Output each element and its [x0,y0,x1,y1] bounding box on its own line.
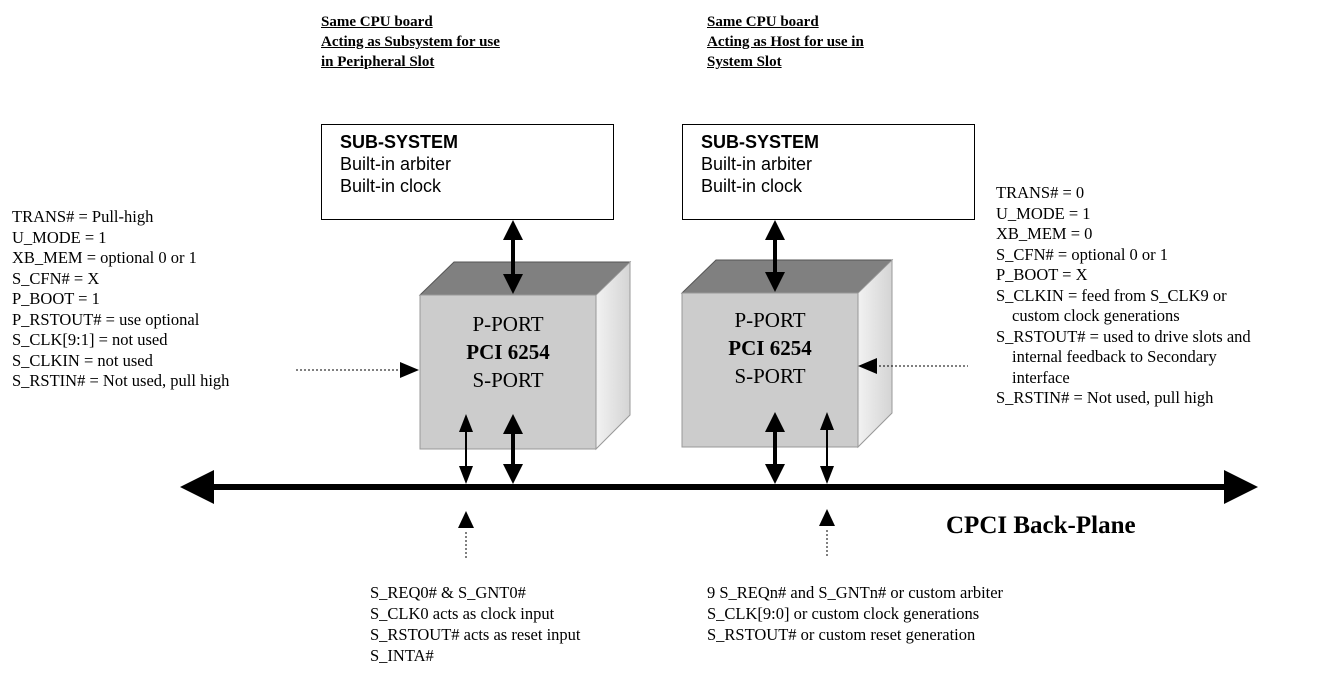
note-line: S_RSTOUT# acts as reset input [370,625,581,644]
note-line: S_RSTOUT# or custom reset generation [707,625,976,644]
subsystem-title: SUB-SYSTEM [340,132,459,152]
note-line: S_REQ0# & S_GNT0# [370,583,526,602]
bottom-right-pointer [819,509,835,556]
note-line: P_RSTOUT# = use optional [12,309,200,329]
left-notes-pointer [296,362,419,378]
subsystem-line: Built-in arbiter [701,154,813,174]
chip-box-left-labels: P-PORT PCI 6254 S-PORT [420,310,596,394]
note-line: P_BOOT = 1 [12,289,100,308]
subsystem-box-right: SUB-SYSTEM Built-in arbiter Built-in clo… [682,124,975,220]
heading-left-line: Acting as Subsystem for use [321,34,500,50]
heading-right-line: System Slot [707,54,782,70]
chip-box-right-labels: P-PORT PCI 6254 S-PORT [682,306,858,390]
backplane-label: CPCI Back-Plane [946,512,1136,539]
note-line: S_CLK[9:1] = not used [12,330,168,349]
backplane-bus-arrow [180,470,1258,504]
subsystem-box-left: SUB-SYSTEM Built-in arbiter Built-in clo… [321,124,614,220]
note-line: interface [1012,367,1070,387]
s-port-label: S-PORT [472,368,544,392]
note-line: S_CLK0 acts as clock input [370,604,555,623]
right-notes-pointer [858,358,968,374]
note-line: S_INTA# [370,646,434,665]
subsystem-line: Built-in arbiter [340,154,452,174]
note-line: internal feedback to Secondary [1012,347,1217,366]
note-line: P_BOOT = X [996,265,1088,284]
chip-box-right-shape [680,258,894,449]
left-config-notes: TRANS# = Pull-high U_MODE = 1 XB_MEM = o… [12,207,229,392]
left-subsystem-to-chip-arrow [503,220,523,294]
note-line: TRANS# = 0 [996,183,1085,202]
note-line: U_MODE = 1 [996,203,1091,223]
subsystem-title: SUB-SYSTEM [701,132,820,152]
note-line: 9 S_REQn# and S_GNTn# or custom arbiter [707,583,1004,602]
note-line: XB_MEM = optional 0 or 1 [12,248,197,267]
chip-name-label: PCI 6254 [466,340,550,364]
left-chip-thin-bus-arrow [459,414,473,484]
note-line: S_RSTIN# = Not used, pull high [12,371,230,390]
chip-box-left-shape [418,260,632,451]
heading-left-line: in Peripheral Slot [321,54,435,70]
right-chip-thick-bus-arrow [765,412,785,484]
heading-left-line: Same CPU board [321,14,433,30]
note-line: S_RSTIN# = Not used, pull high [996,388,1214,407]
note-line: XB_MEM = 0 [996,224,1093,243]
left-chip-thick-bus-arrow [503,414,523,484]
heading-right: Same CPU board Acting as Host for use in… [707,12,864,72]
right-subsystem-to-chip-arrow [765,220,785,292]
note-line: U_MODE = 1 [12,227,107,247]
heading-right-line: Same CPU board [707,14,819,30]
note-line: S_CLKIN = feed from S_CLK9 or [996,285,1227,305]
heading-right-line: Acting as Host for use in [707,34,864,50]
note-line: S_RSTOUT# = used to drive slots and [996,326,1251,346]
p-port-label: P-PORT [472,312,544,336]
s-port-label: S-PORT [734,364,806,388]
note-line: TRANS# = Pull-high [12,207,154,226]
chip-name-label: PCI 6254 [728,336,812,360]
subsystem-line: Built-in clock [340,176,442,196]
note-line: S_CFN# = X [12,268,100,288]
right-config-notes: TRANS# = 0 U_MODE = 1 XB_MEM = 0 S_CFN# … [996,183,1251,409]
note-line: S_CFN# = optional 0 or 1 [996,244,1169,264]
p-port-label: P-PORT [734,308,806,332]
bottom-left-notes: S_REQ0# & S_GNT0# S_CLK0 acts as clock i… [370,582,581,666]
bottom-left-pointer [458,511,474,560]
note-line: S_CLK[9:0] or custom clock generations [707,604,980,623]
note-line: S_CLKIN = not used [12,350,153,370]
bottom-right-notes: 9 S_REQn# and S_GNTn# or custom arbiter … [707,582,1003,645]
heading-left: Same CPU board Acting as Subsystem for u… [321,12,500,72]
subsystem-line: Built-in clock [701,176,803,196]
note-line: custom clock generations [1012,306,1180,325]
right-chip-thin-bus-arrow [820,412,834,484]
